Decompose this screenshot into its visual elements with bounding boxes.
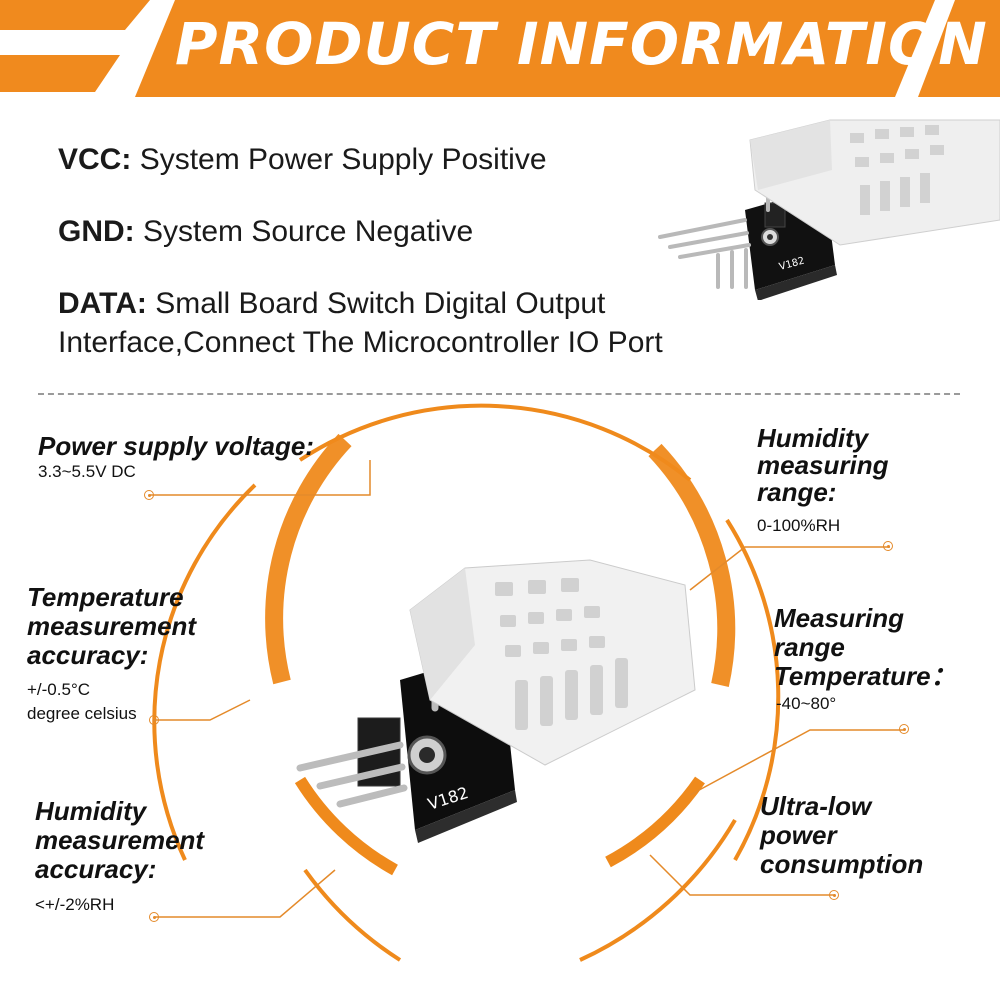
pin-gnd: GND: System Source Negative [58,212,473,252]
leader-dot-icon [829,890,839,900]
feature-power-cons-title-2: power [760,820,837,850]
feature-hum-range-title-2: measuring [757,450,889,480]
feature-hum-acc-value: <+/-2%RH [35,895,115,914]
section-separator [38,393,960,395]
feature-power-title: Power supply voltage: [38,431,314,461]
leader-dot-icon [144,490,154,500]
feature-power-cons-title-1: Ultra-low [760,791,872,821]
pin-gnd-desc: System Source Negative [143,215,474,248]
leader-dot-icon [883,541,893,551]
feature-temp-acc-value-2: degree celsius [27,704,137,723]
leader-dot-icon [149,912,159,922]
feature-hum-acc-title-3: accuracy: [35,854,157,884]
feature-hum-acc-title-1: Humidity [35,796,147,826]
feature-temp-range-value: -40~80° [776,694,837,713]
feature-hum-range-title-3: range: [757,477,837,507]
pin-data-label: DATA: [58,287,147,320]
leader-dot-icon [899,724,909,734]
page-title: PRODUCT INFORMATION [175,10,988,78]
feature-temp-acc-title-2: measurement [27,611,197,641]
banner-background [0,0,1000,97]
sensor-module-small-image: V182 [658,119,1000,300]
pin-vcc-label: VCC: [58,143,132,176]
sensor-module-large-image: V182 [296,559,696,843]
pin-vcc: VCC: System Power Supply Positive [58,140,547,180]
feature-power-cons-title-3: consumption [760,849,924,879]
pin-data: DATA: Small Board Switch Digital Output [58,284,605,324]
pin-gnd-label: GND: [58,215,135,248]
feature-hum-acc-title-2: measurement [35,825,205,855]
feature-hum-range-title-1: Humidity [757,423,869,453]
pin-data-desc-line2: Interface,Connect The Microcontroller IO… [58,326,663,359]
feature-temp-acc-value-1: +/-0.5°C [27,680,91,699]
feature-temp-range-title-2: range [774,632,845,662]
feature-temp-range-title-1: Measuring [774,603,905,633]
feature-temp-acc-title-3: accuracy: [27,640,149,670]
pin-data-desc: Small Board Switch Digital Output [155,287,606,320]
feature-temp-acc-title-1: Temperature [27,582,184,612]
feature-hum-range-value: 0-100%RH [757,516,841,535]
feature-power-value: 3.3~5.5V DC [38,462,136,481]
leader-dot-icon [149,715,159,725]
feature-diagram-lines [150,403,905,962]
pin-vcc-desc: System Power Supply Positive [139,143,547,176]
feature-temp-range-title-3: Temperature： [774,661,957,691]
